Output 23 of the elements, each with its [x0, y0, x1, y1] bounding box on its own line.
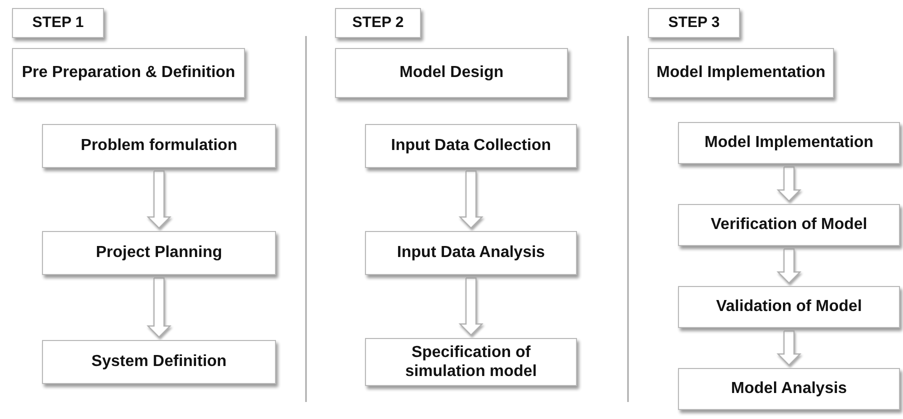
- process-box: Verification of Model: [678, 204, 900, 246]
- process-box: Problem formulation: [42, 124, 276, 168]
- block-arrow: [146, 170, 172, 229]
- process-box: Model Analysis: [678, 368, 900, 410]
- process-box: Model Implementation: [678, 122, 900, 164]
- process-box: System Definition: [42, 340, 276, 384]
- step-label-box: STEP 3: [648, 8, 740, 38]
- step-label-box: STEP 2: [335, 8, 421, 38]
- process-box: Validation of Model: [678, 286, 900, 328]
- process-box: Input Data Collection: [365, 124, 577, 168]
- block-arrow: [776, 330, 802, 366]
- process-box: Project Planning: [42, 231, 276, 275]
- block-arrow: [458, 277, 484, 336]
- block-arrow: [776, 248, 802, 284]
- process-box: Model Implementation: [648, 48, 834, 98]
- block-arrow: [776, 166, 802, 202]
- process-box: Pre Preparation & Definition: [12, 48, 245, 98]
- block-arrow: [458, 170, 484, 229]
- block-arrow: [146, 277, 172, 338]
- process-box: Model Design: [335, 48, 568, 98]
- step-label-box: STEP 1: [12, 8, 104, 38]
- process-box: Input Data Analysis: [365, 231, 577, 275]
- process-box: Specification of simulation model: [365, 338, 577, 386]
